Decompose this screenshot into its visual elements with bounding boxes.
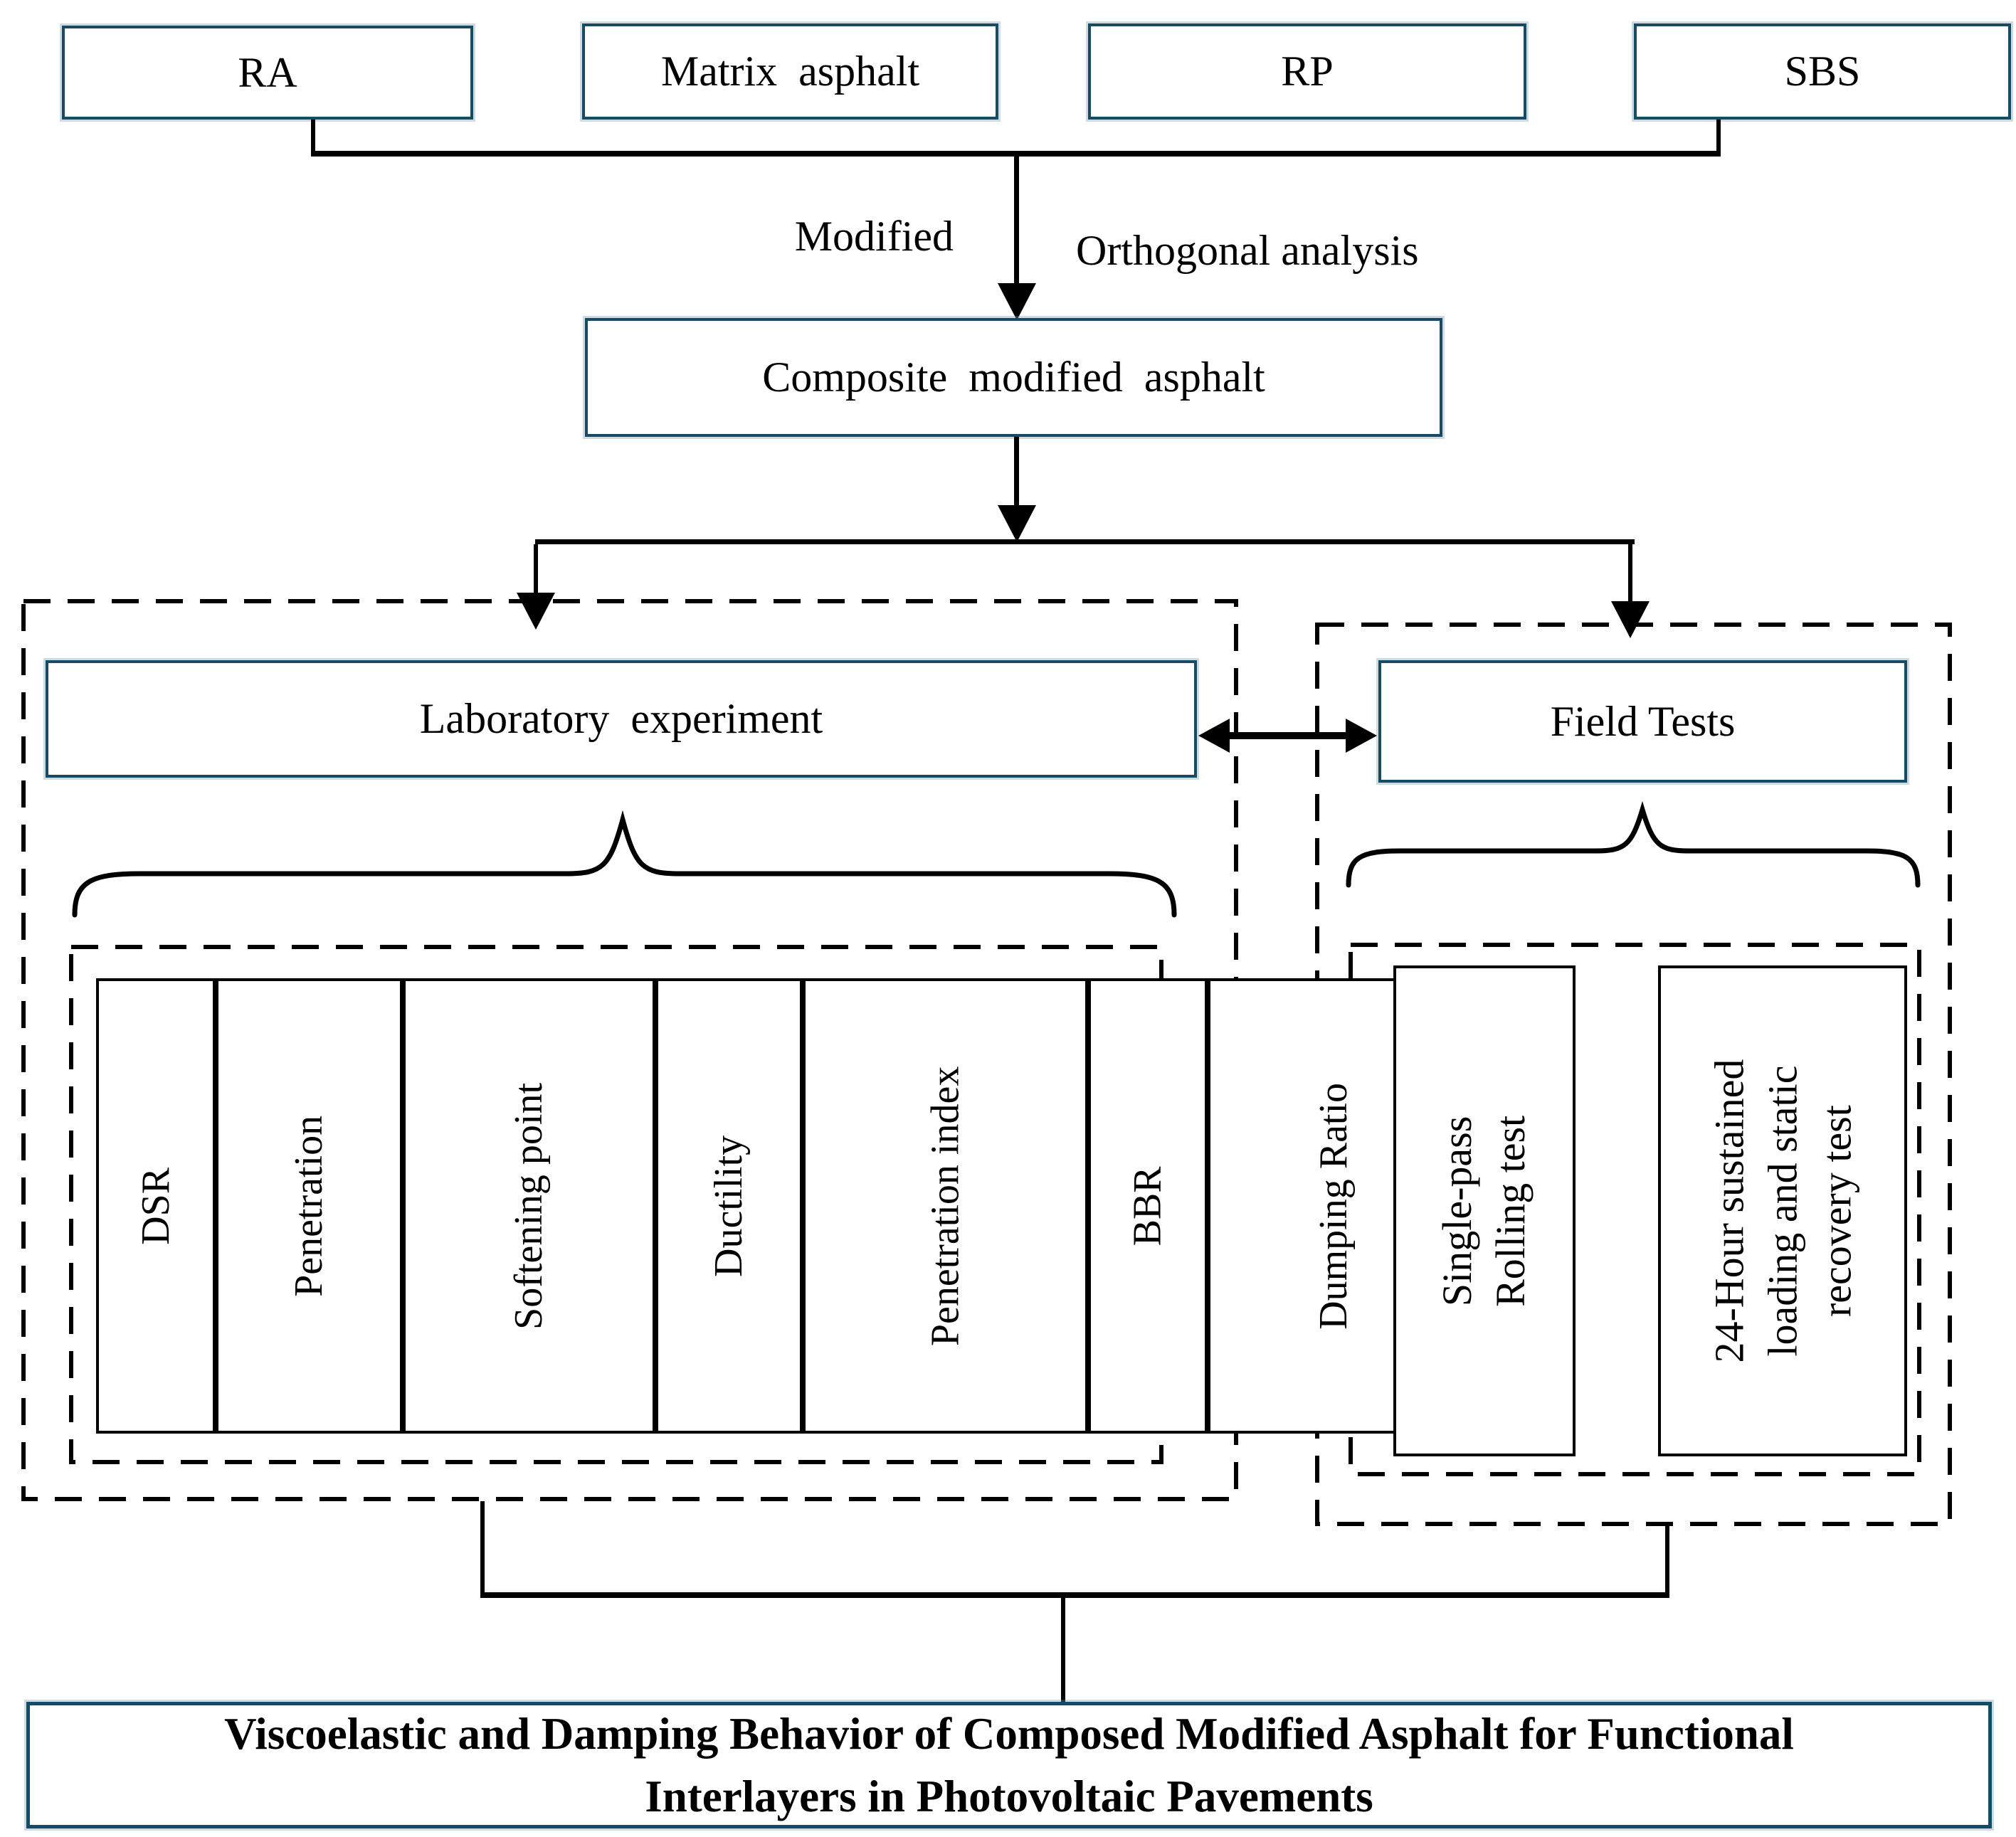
testbox-bbr: BBR bbox=[1088, 978, 1208, 1434]
testbox-penetration-index-label: Penetration index bbox=[923, 1066, 968, 1346]
testbox-24hour-sustained-label: 24-Hour sustained loading and static rec… bbox=[1705, 1059, 1859, 1363]
testbox-single-pass-rolling-label: Single-pass Rolling test bbox=[1434, 1115, 1535, 1307]
testbox-dumping-ratio-label: Dumping Ratio bbox=[1312, 1082, 1356, 1330]
connector-sbs-drop bbox=[1716, 120, 1721, 157]
field-tests-dashed-box bbox=[1349, 943, 1921, 1476]
arrowhead-to-field-icon bbox=[1611, 601, 1650, 638]
testbox-ductility: Ductility bbox=[655, 978, 803, 1434]
arrowhead-to-composite-icon bbox=[998, 283, 1036, 320]
connector-outcome-drop bbox=[1061, 1598, 1065, 1705]
testbox-softening-point: Softening point bbox=[403, 978, 655, 1434]
testbox-dsr-label: DSR bbox=[133, 1167, 178, 1245]
testbox-ductility-label: Ductility bbox=[707, 1135, 751, 1277]
box-matrix-asphalt: Matrix asphalt bbox=[582, 23, 998, 120]
box-laboratory-experiment: Laboratory experiment bbox=[46, 660, 1197, 778]
box-outcome-title: Viscoelastic and Damping Behavior of Com… bbox=[26, 1702, 1992, 1828]
testbox-24hour-sustained: 24-Hour sustained loading and static rec… bbox=[1658, 965, 1907, 1456]
connector-ra-drop bbox=[311, 120, 315, 157]
testbox-dsr: DSR bbox=[96, 978, 216, 1434]
box-ra: RA bbox=[62, 26, 473, 120]
box-composite-modified-asphalt: Composite modified asphalt bbox=[585, 318, 1442, 437]
laboratory-dashed-container bbox=[21, 599, 1238, 1501]
box-laboratory-label: Laboratory experiment bbox=[419, 695, 823, 742]
connector-composite-drop bbox=[1014, 437, 1019, 507]
double-arrow-left-head-icon bbox=[1198, 719, 1230, 753]
connector-merge-horizontal bbox=[480, 1592, 1669, 1598]
testbox-penetration-index: Penetration index bbox=[803, 978, 1089, 1434]
box-rp-label: RP bbox=[1281, 48, 1334, 95]
arrowhead-to-split-icon bbox=[998, 505, 1036, 542]
double-arrow-right-head-icon bbox=[1346, 719, 1377, 753]
connector-field-bottom-drop bbox=[1665, 1526, 1669, 1597]
label-orthogonal-analysis: Orthogonal analysis bbox=[1076, 227, 1419, 274]
box-ra-label: RA bbox=[238, 48, 297, 96]
testbox-bbr-label: BBR bbox=[1126, 1165, 1171, 1246]
connector-left-branch-drop bbox=[534, 544, 538, 594]
field-brace-icon bbox=[1346, 800, 1921, 888]
testbox-penetration: Penetration bbox=[216, 978, 403, 1434]
box-rp: RP bbox=[1088, 23, 1526, 120]
connector-center-drop bbox=[1014, 157, 1019, 286]
box-composite-label: Composite modified asphalt bbox=[762, 354, 1265, 401]
arrowhead-to-laboratory-icon bbox=[517, 593, 555, 630]
box-matrix-asphalt-label: Matrix asphalt bbox=[660, 48, 920, 95]
box-field-tests-label: Field Tests bbox=[1550, 697, 1736, 745]
outcome-title-text: Viscoelastic and Damping Behavior of Com… bbox=[224, 1708, 1794, 1821]
connector-right-branch-drop bbox=[1628, 544, 1632, 603]
laboratory-tests-row: DSR Penetration Softening point Ductilit… bbox=[69, 945, 1461, 1464]
connector-laboratory-bottom-drop bbox=[480, 1501, 485, 1597]
box-field-tests: Field Tests bbox=[1378, 660, 1907, 783]
connector-top-horizontal bbox=[311, 151, 1721, 157]
double-arrow-shaft bbox=[1225, 732, 1348, 739]
testbox-softening-point-label: Softening point bbox=[507, 1082, 552, 1330]
box-sbs: SBS bbox=[1634, 23, 2011, 120]
laboratory-brace-icon bbox=[72, 810, 1177, 918]
testbox-single-pass-rolling: Single-pass Rolling test bbox=[1393, 965, 1576, 1456]
testbox-penetration-label: Penetration bbox=[287, 1115, 332, 1297]
connector-split-horizontal bbox=[535, 539, 1635, 544]
box-sbs-label: SBS bbox=[1784, 48, 1861, 95]
label-modified: Modified bbox=[794, 213, 954, 260]
